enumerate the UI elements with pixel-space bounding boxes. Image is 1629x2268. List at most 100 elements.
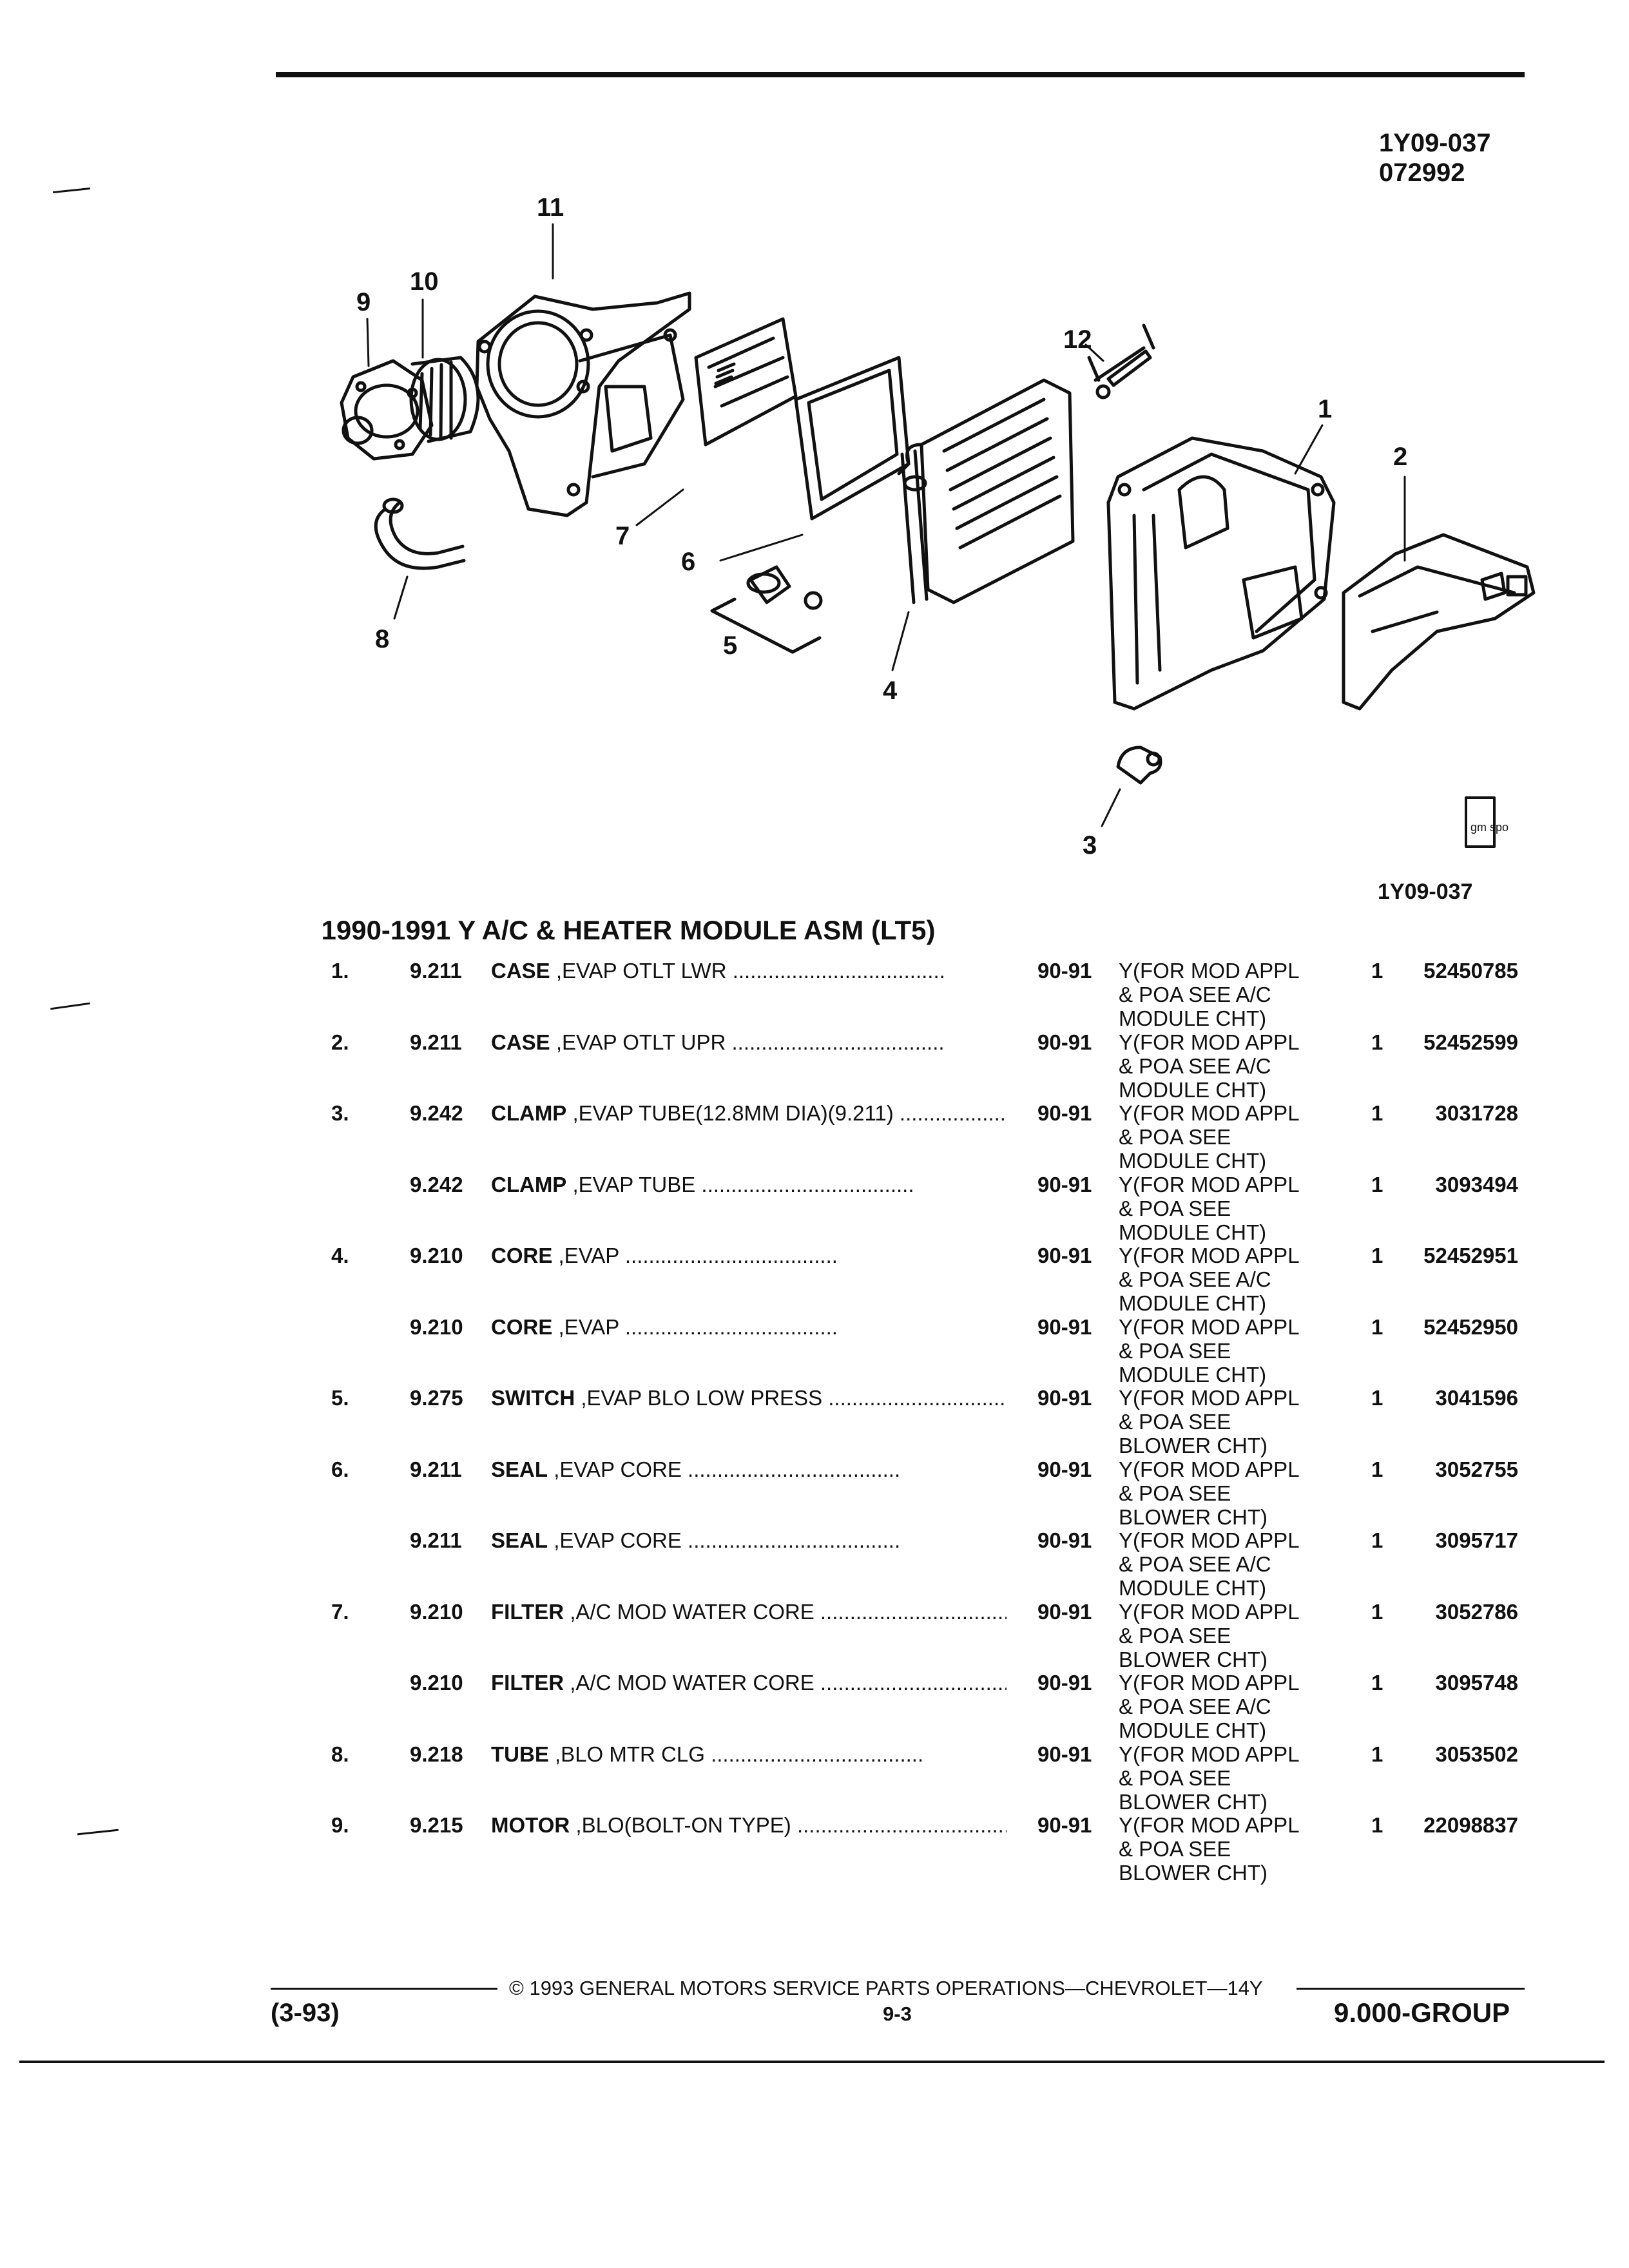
quantity: 1 [1371, 1172, 1383, 1196]
application-note: Y(FOR MOD APPL & POA SEE BLOWER CHT) [1119, 1386, 1300, 1457]
group-number: 9.275 [410, 1386, 463, 1410]
clamp-drawing [1116, 745, 1162, 785]
part-detail: ,EVAP TUBE(12.8MM DIA)(9.211) [572, 1101, 894, 1125]
quantity: 1 [1371, 1528, 1383, 1552]
group-number: 9.215 [410, 1813, 463, 1837]
part-name: MOTOR [491, 1813, 570, 1837]
date-code: 072992 [1379, 159, 1465, 187]
quantity: 1 [1371, 1030, 1383, 1054]
part-number: 3053502 [1435, 1742, 1518, 1766]
model-years: 90-91 [1037, 1101, 1092, 1125]
part-detail: ,EVAP CORE [554, 1457, 682, 1481]
part-number: 3095748 [1435, 1671, 1518, 1695]
dot-leader: .................................... [828, 1386, 1007, 1410]
callout-11: 11 [537, 193, 564, 222]
callout-10: 10 [410, 267, 439, 296]
model-years: 90-91 [1037, 1742, 1092, 1766]
part-detail: ,EVAP TUBE [572, 1172, 696, 1196]
pressure-switch-drawing [710, 565, 823, 654]
part-name: CLAMP [491, 1101, 567, 1125]
part-detail: ,A/C MOD WATER CORE [570, 1599, 815, 1624]
part-number: 52452599 [1423, 1030, 1518, 1054]
upper-case-drawing [1342, 533, 1536, 711]
model-years: 90-91 [1037, 1813, 1092, 1837]
part-description: FILTER ,A/C MOD WATER CORE .............… [491, 1600, 1007, 1624]
group-number: 9.211 [410, 1030, 462, 1054]
ref-number: 2. [331, 1030, 349, 1054]
part-row: 2. 9.211 CASE ,EVAP OTLT UPR .............… [0, 1030, 1629, 1102]
part-description: CORE ,EVAP .............................… [491, 1244, 1007, 1267]
callout-3: 3 [1083, 831, 1097, 860]
model-years: 90-91 [1037, 1671, 1092, 1695]
application-note: Y(FOR MOD APPL & POA SEE BLOWER CHT) [1119, 1813, 1300, 1885]
group-number: 9.211 [410, 1528, 462, 1552]
blower-case-drawing [475, 291, 691, 517]
group-number: 9.210 [410, 1244, 463, 1267]
application-note: Y(FOR MOD APPL & POA SEE BLOWER CHT) [1119, 1742, 1300, 1814]
ref-number: 6. [331, 1457, 349, 1481]
model-years: 90-91 [1037, 1172, 1092, 1196]
page-number: 9-3 [883, 2003, 912, 2025]
part-name: CLAMP [491, 1172, 567, 1196]
quantity: 1 [1371, 959, 1383, 983]
reference-code: 1Y09-037 [1379, 129, 1491, 157]
quantity: 1 [1371, 1599, 1383, 1624]
part-number: 3095717 [1435, 1528, 1518, 1552]
part-name: SEAL [491, 1528, 548, 1552]
group-number: 9.211 [410, 959, 462, 983]
callout-2: 2 [1393, 443, 1407, 471]
part-detail: ,EVAP [558, 1314, 619, 1339]
part-number: 52450785 [1423, 959, 1518, 983]
dot-leader: .................................... [688, 1457, 901, 1481]
filter-drawing [694, 317, 798, 447]
callout-4: 4 [883, 677, 898, 705]
dot-leader: .................................... [688, 1528, 901, 1552]
footer-rule-right [1296, 1988, 1525, 1990]
part-number: 52452950 [1423, 1314, 1518, 1339]
part-description: CLAMP ,EVAP TUBE .......................… [491, 1173, 1007, 1196]
ref-number: 7. [331, 1599, 349, 1624]
callout-5: 5 [723, 631, 737, 660]
part-number: 3052786 [1435, 1599, 1518, 1624]
gm-spo-logo: gm spo [1470, 821, 1509, 834]
part-description: CASE ,EVAP OTLT UPR ....................… [491, 1030, 1007, 1054]
seal-drawing [794, 356, 911, 521]
part-description: CORE ,EVAP .............................… [491, 1315, 1007, 1339]
gm-spo-logo-box [1465, 796, 1496, 848]
model-years: 90-91 [1037, 959, 1092, 983]
part-number: 3041596 [1435, 1386, 1518, 1410]
quantity: 1 [1371, 1314, 1383, 1339]
application-note: Y(FOR MOD APPL & POA SEE A/C MODULE CHT) [1119, 1528, 1300, 1600]
part-detail: ,BLO MTR CLG [555, 1742, 705, 1766]
part-description: CLAMP ,EVAP TUBE(12.8MM DIA)(9.211) ....… [491, 1101, 1007, 1125]
figure-code: 1Y09-037 [1378, 879, 1472, 902]
part-name: FILTER [491, 1671, 564, 1695]
ref-number: 5. [331, 1386, 349, 1410]
group-number: 9.210 [410, 1314, 463, 1339]
model-years: 90-91 [1037, 1528, 1092, 1552]
leader-lines [366, 223, 1406, 827]
callout-12: 12 [1063, 325, 1092, 354]
model-years: 90-91 [1037, 1386, 1092, 1410]
callout-6: 6 [681, 548, 695, 576]
part-detail: ,EVAP OTLT UPR [555, 1030, 726, 1054]
evap-core-drawing [897, 378, 1075, 604]
dot-leader: .................................... [701, 1172, 914, 1196]
quantity: 1 [1371, 1101, 1383, 1125]
application-note: Y(FOR MOD APPL & POA SEE MODULE CHT) [1119, 1101, 1300, 1173]
application-note: Y(FOR MOD APPL & POA SEE A/C MODULE CHT) [1119, 1244, 1300, 1315]
part-name: CASE [491, 959, 550, 983]
dot-leader: .................................... [820, 1599, 1007, 1624]
part-number: 3052755 [1435, 1457, 1518, 1481]
part-row: 9.210 CORE ,EVAP ........................… [0, 1314, 1629, 1387]
part-detail: ,EVAP BLO LOW PRESS [581, 1386, 823, 1410]
part-description: SWITCH ,EVAP BLO LOW PRESS .............… [491, 1386, 1007, 1410]
part-description: TUBE ,BLO MTR CLG ......................… [491, 1742, 1007, 1766]
part-detail: ,BLO(BOLT-ON TYPE) [575, 1813, 791, 1837]
